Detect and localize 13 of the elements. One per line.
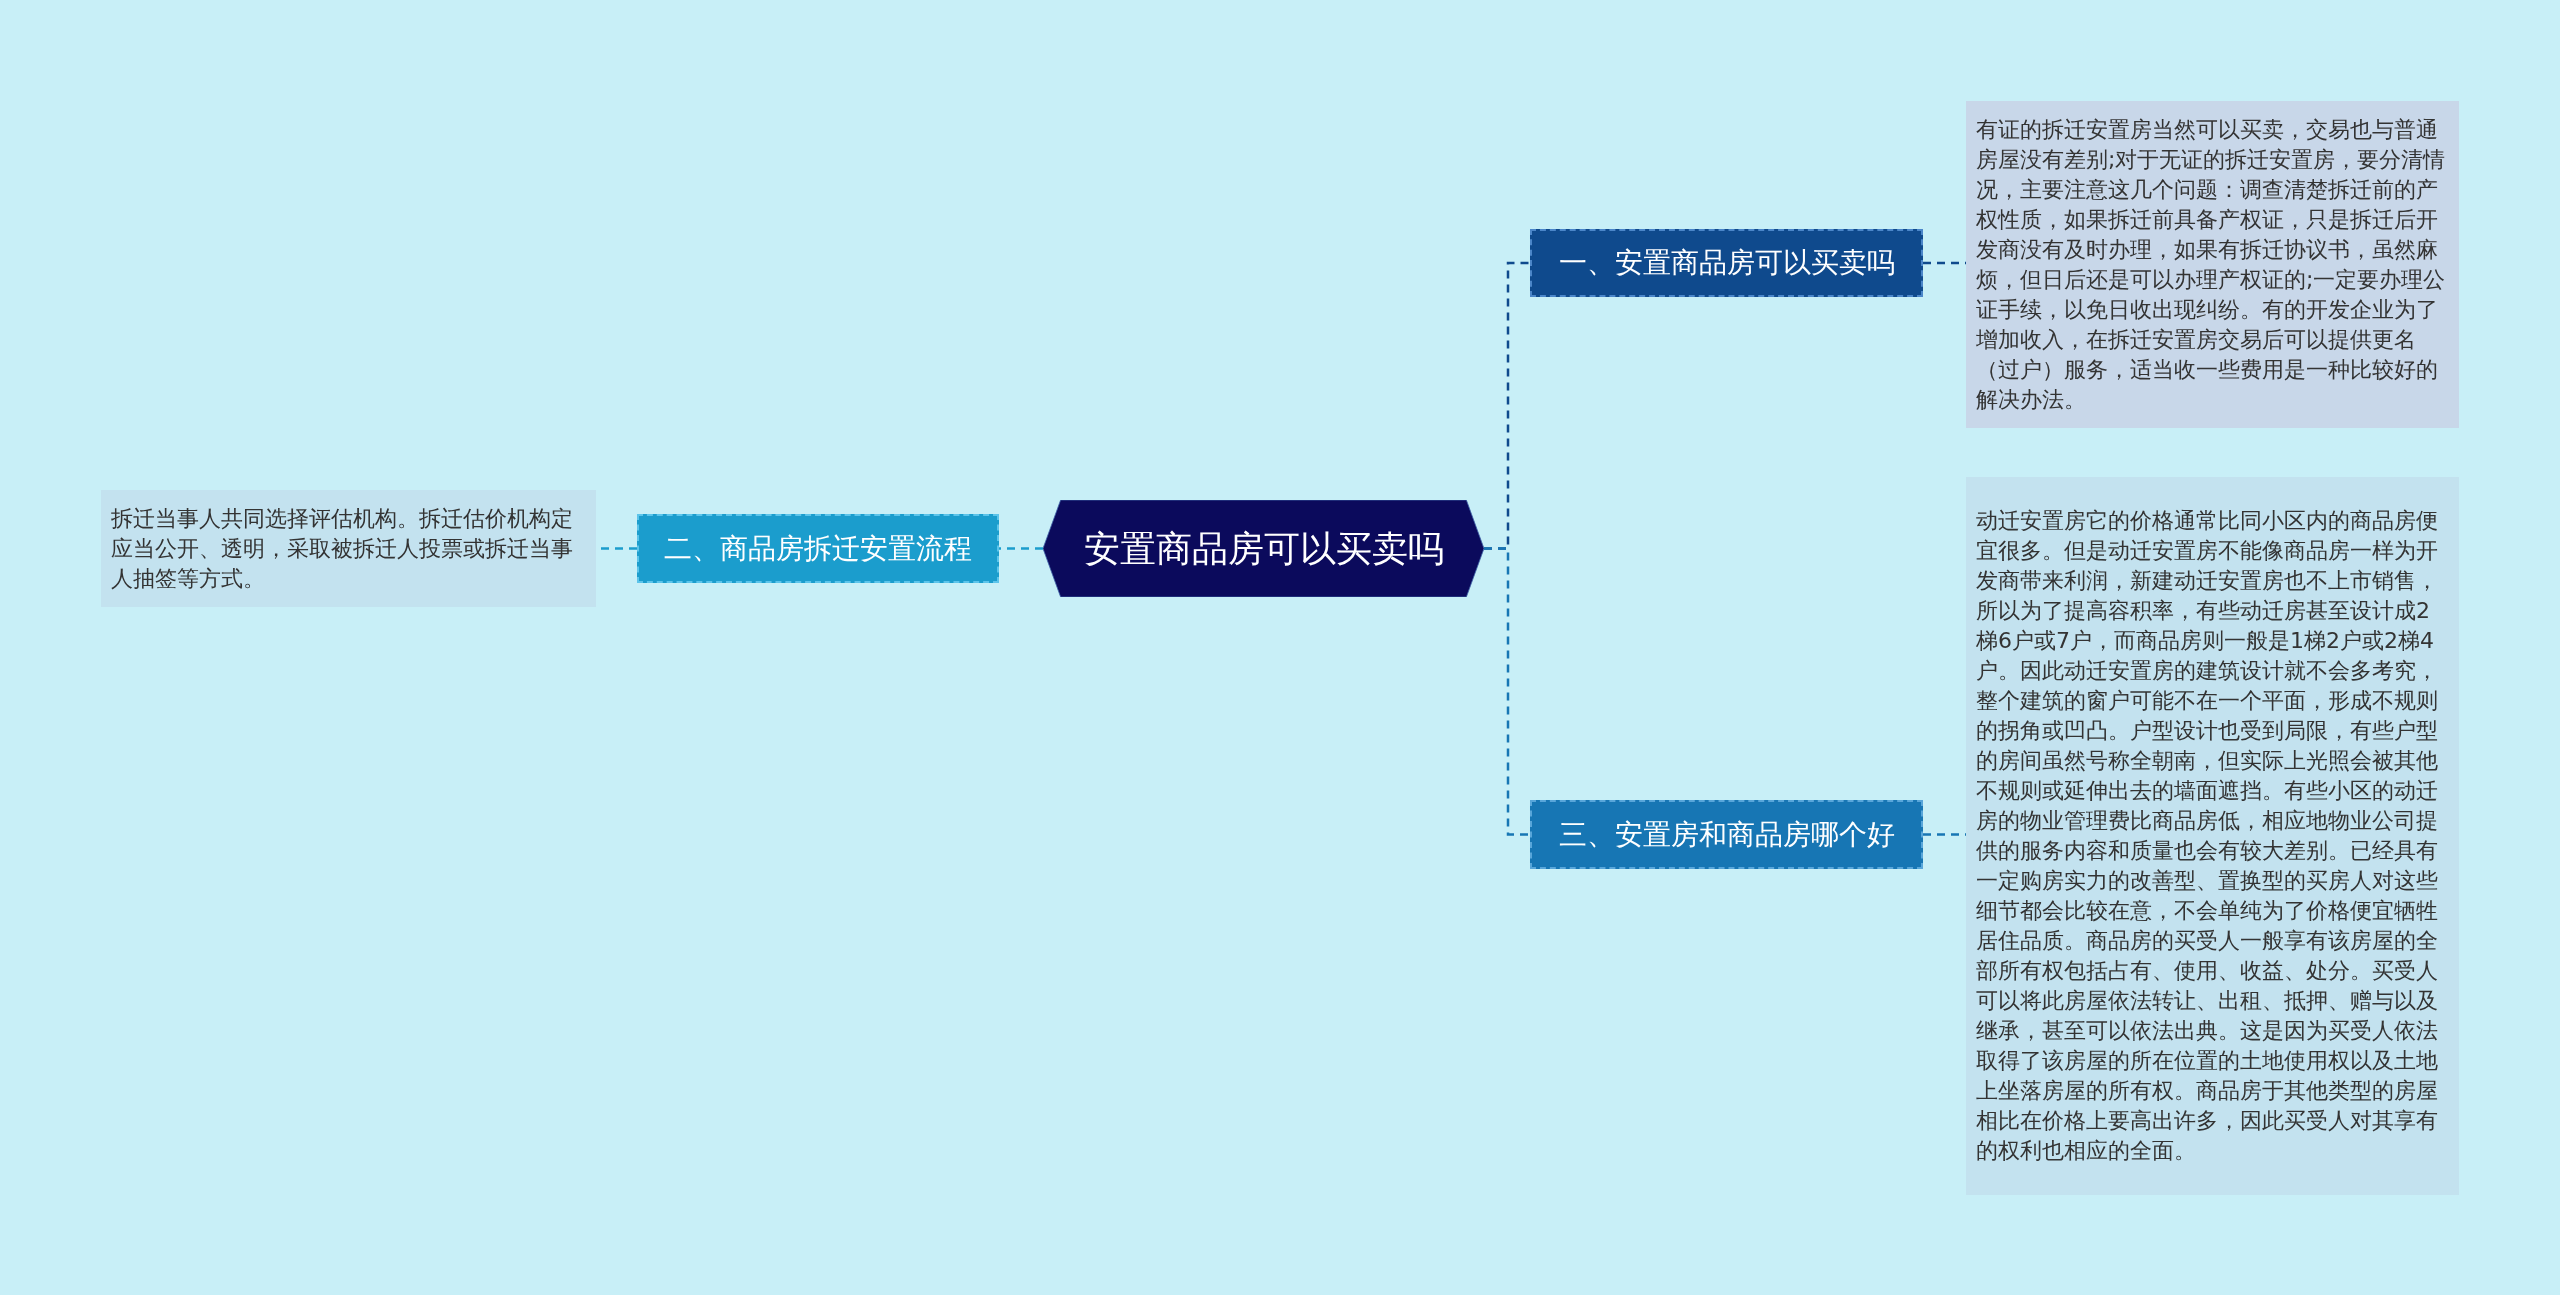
topic-label: 一、安置商品房可以买卖吗 (1558, 246, 1895, 280)
note-text: 动迁安置房它的价格通常比同小区内的商品房便宜很多。但是动迁安置房不能像商品房一样为开发商带来利润，新建动迁安置房也不上市销售，所以为了提高容积率，有些动迁房甚至设计成2梯6户或7户，而商品房则一般是1梯2户或2梯4户。因此动迁安置房的建筑设计就不会多考究，整个建筑的窗户可能不在一个平面，形成不规则的拐角或凹凸。户型设计也受到局限，有些户型的房间虽然号称全朝南，但实际上光照会被其他不规则或延伸出去的墙面遮挡。有些小区的动迁房的物业管理费比商品房低，相应地物业公司提供的服务内容和质量也会有较大差别。已经具有一定购房实力的改善型、置换型的买房人对这些细节都会比较在意，不会单纯为了价格便宜牺牲居住品质。商品房的买受人一般享有该房屋的全部所有权包括占有、使用、收益、处分。买受人可以将此房屋依法转让、出租、抵押、赠与以及继承，甚至可以依法出典。这是因为买受人依法取得了该房屋的所在位置的土地使用权以及土地上坐落房屋的所有权。商品房于其他类型的房屋相比在价格上要高出许多，因此买受人对其享有的权利也相应的全面。 (1976, 507, 2439, 1165)
central-topic-hexagon (1043, 500, 1484, 597)
note-text: 有证的拆迁安置房当然可以买卖，交易也与普通房屋没有差别;对于无证的拆迁安置房，要分清情况，主要注意这几个问题：调查清楚拆迁前的产权性质，如果拆迁前具备产权证，只是拆迁后开发商没有及时办理，如果有拆迁协议书，虽然麻烦，但日后还是可以办理产权证的;一定要办理公证手续，以免日收出现纠纷。有的开发企业为了增加收入，在拆迁安置房交易后可以提供更名（过户）服务，适当收一些费用是一种比较好的解决办法。 (1976, 115, 2447, 414)
branch-topic-box (1530, 800, 1923, 869)
note-text: 拆迁当事人共同选择评估机构。拆迁估价机构定应当公开、透明，采取被拆迁人投票或拆迁当事人抽签等方式。 (111, 504, 574, 593)
topic-label: 二、商品房拆迁安置流程 (664, 531, 972, 566)
branch-topic-box (1530, 229, 1923, 297)
connector-line (1484, 547, 1530, 836)
connector-line (999, 547, 1043, 550)
topic-label: 安置商品房可以买卖吗 (1083, 526, 1444, 571)
topic-label: 三、安置房和商品房哪个好 (1558, 817, 1895, 852)
branch-topic-box (637, 514, 999, 583)
